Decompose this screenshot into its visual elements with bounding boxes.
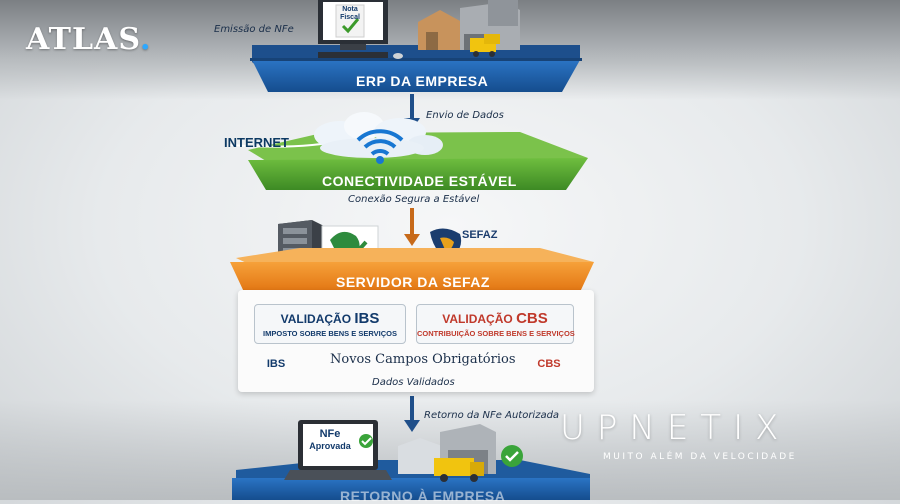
ibs-clip-text: IBS: [266, 358, 286, 370]
servidor-label: SERVIDOR DA SEFAZ: [336, 274, 490, 290]
erp-monitor-icon: [318, 0, 403, 59]
ibs-title: VALIDAÇÃO IBS: [280, 310, 380, 327]
cloud-icon: [314, 112, 443, 158]
nfe-text: NFe: [319, 428, 341, 440]
sefaz-logo-text: SEFAZ: [462, 229, 498, 241]
ibs-subtitle: IMPOSTO SOBRE BENS E SERVIÇOS: [263, 329, 397, 338]
aprovada-text: Aprovada: [309, 441, 351, 451]
wifi-icon: [356, 129, 404, 164]
erp-label: ERP DA EMPRESA: [356, 73, 489, 89]
servidor-platform: [230, 248, 594, 292]
cbs-validation-box: VALIDAÇÃO CBS CONTRIBUIÇÃO SOBRE BENS E …: [416, 304, 575, 344]
cbs-clip-text: CBS: [537, 358, 561, 370]
novos-campos-label: Novos Campos Obrigatórios: [330, 352, 516, 367]
cbs-title: VALIDAÇÃO CBS: [442, 310, 548, 327]
arrow-conexao: [404, 208, 420, 246]
nfe-aprovada-text: NFe Aprovada: [306, 428, 354, 452]
dados-validados-label: Dados Validados: [372, 377, 455, 388]
upnetix-logo: UPNETIX: [560, 408, 791, 448]
cbs-subtitle: CONTRIBUIÇÃO SOBRE BENS E SERVIÇOS: [417, 329, 575, 338]
retorno-band-label: RETORNO À EMPRESA: [340, 488, 506, 504]
arrow-retorno: [404, 396, 420, 432]
internet-label: INTERNET: [224, 135, 289, 150]
laptop-icon: [284, 420, 392, 480]
nota-fiscal-text: Nota Fiscal: [340, 6, 360, 21]
bottom-warehouse-icon: [398, 424, 523, 482]
label-conexao: Conexão Segura a Estável: [348, 194, 480, 205]
label-retorno: Retorno da NFe Autorizada: [424, 410, 560, 421]
atlas-logo: ATLAS.: [26, 22, 152, 57]
conectividade-label: CONECTIVIDADE ESTÁVEL: [322, 173, 517, 189]
label-emissao: Emissão de NFe: [214, 24, 294, 35]
warehouse-icon: [418, 0, 520, 57]
upnetix-tagline: MUITO ALÉM DA VELOCIDADE: [603, 452, 797, 462]
label-envio: Envio de Dados: [426, 110, 504, 121]
ibs-validation-box: VALIDAÇÃO IBS IMPOSTO SOBRE BENS E SERVI…: [254, 304, 406, 344]
